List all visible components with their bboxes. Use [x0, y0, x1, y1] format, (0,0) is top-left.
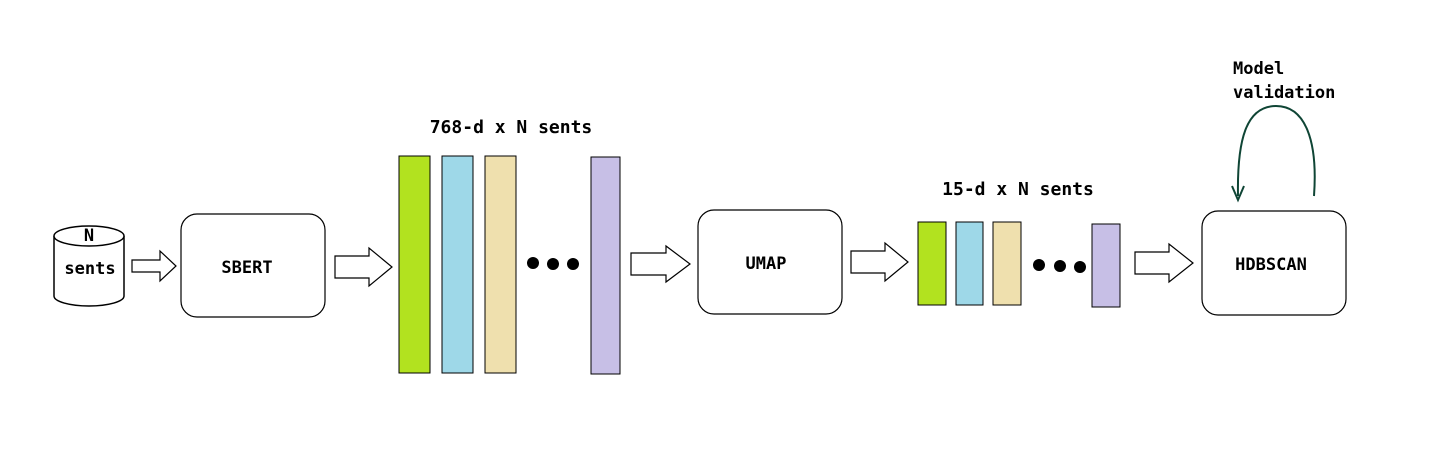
- ellipsis-dot: [527, 257, 539, 269]
- input-label-n: N: [84, 226, 94, 246]
- high-dim-embedding-label: 768-d x N sents: [430, 117, 593, 138]
- embedding-bar-tan: [484, 155, 517, 374]
- high-dim-embedding-vectors: [398, 155, 621, 375]
- model-validation-loop: Model validation: [1231, 59, 1335, 203]
- hdbscan-stage: HDBSCAN: [1201, 210, 1347, 316]
- reduced-bar-purple: [1091, 223, 1121, 308]
- reduced-bar-tan: [992, 221, 1022, 306]
- reduced-bar-green: [917, 221, 947, 306]
- ellipsis-dot: [547, 258, 559, 270]
- input-sentences-cylinder: N sents: [53, 225, 125, 307]
- ellipsis-dot: [1074, 261, 1086, 273]
- sbert-stage: SBERT: [180, 213, 326, 318]
- ellipsis-dot: [1033, 259, 1045, 271]
- flow-arrow-5: [1134, 242, 1194, 284]
- hdbscan-label: HDBSCAN: [1235, 255, 1307, 275]
- low-dim-embedding-label: 15-d x N sents: [942, 179, 1094, 200]
- validation-label-line1: Model: [1233, 59, 1284, 79]
- reduced-bar-blue: [955, 221, 984, 306]
- flow-arrow-1: [131, 249, 177, 283]
- flow-arrow-3: [630, 244, 691, 284]
- sbert-label: SBERT: [221, 258, 272, 278]
- validation-label-line2: validation: [1233, 83, 1335, 103]
- umap-stage: UMAP: [697, 209, 843, 315]
- validation-arrowhead-icon: [1231, 185, 1245, 203]
- flow-arrow-4: [850, 241, 909, 283]
- embedding-bar-blue: [441, 155, 474, 374]
- ellipsis-dot: [567, 258, 579, 270]
- umap-label: UMAP: [746, 254, 787, 274]
- ellipsis-dot: [1054, 260, 1066, 272]
- validation-loop-arrow: [1236, 104, 1316, 197]
- embedding-bar-green: [398, 155, 431, 374]
- flow-arrow-2: [334, 246, 393, 288]
- input-label-sents: sents: [64, 259, 115, 279]
- low-dim-embedding-vectors: [917, 221, 1121, 308]
- embedding-bar-purple: [590, 156, 621, 375]
